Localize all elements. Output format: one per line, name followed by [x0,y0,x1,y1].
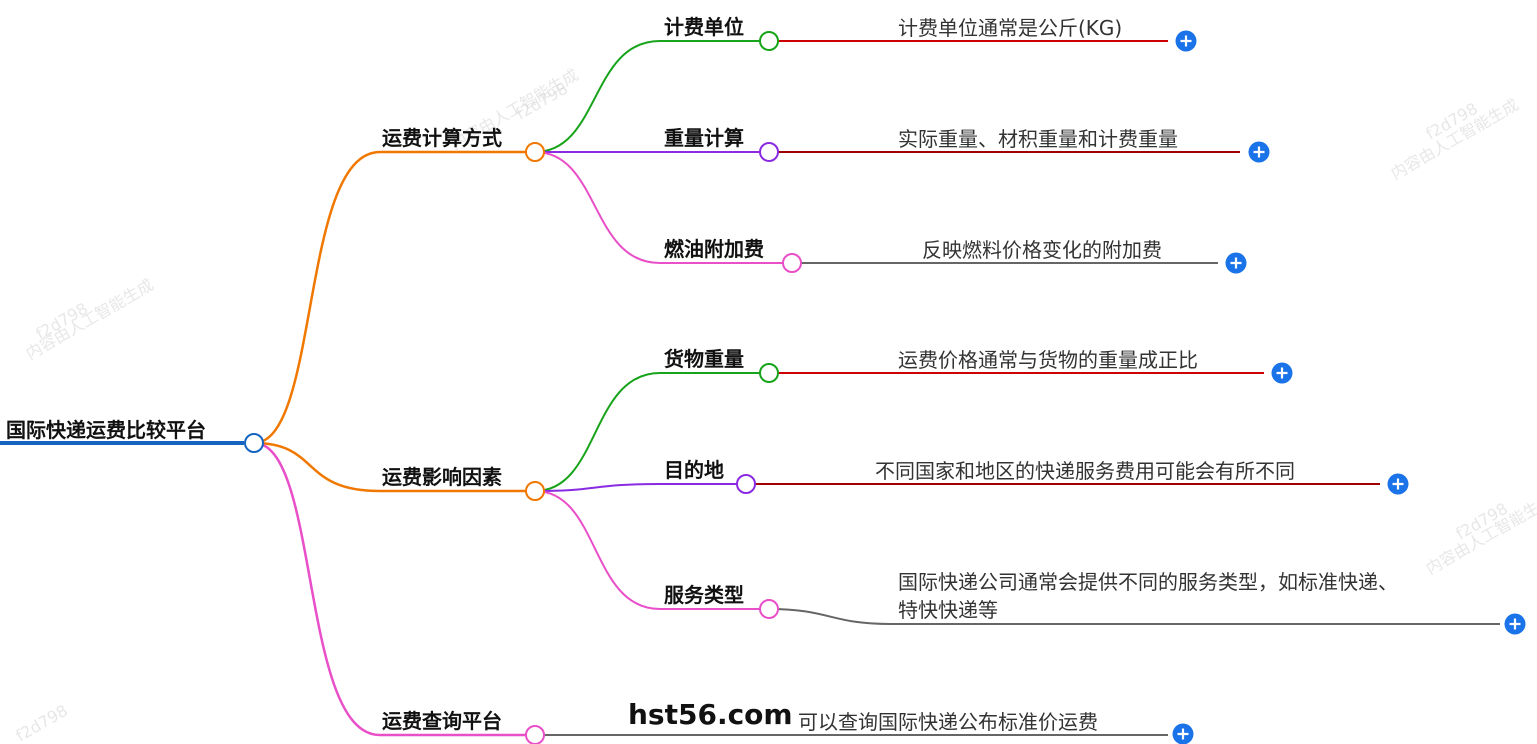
leaf-text: 特快快递等 [898,598,998,622]
branch-connector [253,441,535,493]
branch-connector [253,441,535,737]
leaf-text: 反映燃料价格变化的附加费 [922,238,1162,262]
child-label-site[interactable]: hst56.com [628,698,793,731]
leaf-text: 实际重量、材积重量和计费重量 [898,127,1178,151]
child-label[interactable]: 服务类型 [664,583,744,607]
child-connector [534,151,792,264]
expand-plus-icon[interactable] [1225,252,1247,274]
leaf-text: 国际快递公司通常会提供不同的服务类型，如标准快递、 [898,570,1398,594]
child-node-circle-icon[interactable] [759,363,779,383]
child-connector [534,40,769,153]
branch-node-circle-icon[interactable] [525,142,545,162]
expand-plus-icon[interactable] [1271,362,1293,384]
child-node-circle-icon[interactable] [759,31,779,51]
branch-node-circle-icon[interactable] [525,725,545,744]
root-label[interactable]: 国际快递运费比较平台 [6,418,206,442]
child-label[interactable]: 目的地 [664,458,724,482]
branch-label[interactable]: 运费查询平台 [382,709,502,733]
expand-plus-icon[interactable] [1504,613,1526,635]
expand-plus-icon[interactable] [1175,30,1197,52]
child-label[interactable]: 货物重量 [664,347,744,371]
leaf-text: 可以查询国际快递公布标准价运费 [798,710,1098,734]
child-node-circle-icon[interactable] [736,474,756,494]
expand-plus-icon[interactable] [1387,473,1409,495]
child-node-circle-icon[interactable] [759,142,779,162]
child-connector [534,372,769,492]
watermark-layer: 内容由人工智能生成 f2d798 内容由人工智能生成 f2d798 内容由人工智… [13,65,1537,744]
watermark-text: 内容由人工智能生成 [23,275,157,363]
child-connector [534,490,769,610]
watermark-text: f2d798 [13,701,71,744]
child-label[interactable]: 计费单位 [664,15,744,39]
leaf-text: 不同国家和地区的快递服务费用可能会有所不同 [875,459,1295,483]
branch-connector [253,150,535,445]
expand-plus-icon[interactable] [1248,141,1270,163]
child-node-circle-icon[interactable] [782,253,802,273]
child-label[interactable]: 燃油附加费 [664,237,764,261]
leaf-text: 计费单位通常是公斤(KG) [898,16,1122,40]
expand-plus-icon[interactable] [1172,723,1194,744]
branch-label[interactable]: 运费计算方式 [382,126,502,150]
leaf-text: 运费价格通常与货物的重量成正比 [898,348,1198,372]
child-node-circle-icon[interactable] [759,599,779,619]
branch-node-circle-icon[interactable] [525,481,545,501]
branch-label[interactable]: 运费影响因素 [382,465,502,489]
root-node-circle-icon[interactable] [244,433,264,453]
watermark-text: 内容由人工智能生成 [1423,490,1537,578]
child-label[interactable]: 重量计算 [664,126,744,150]
child-connector [534,483,746,492]
leaf-connector [768,608,1500,625]
